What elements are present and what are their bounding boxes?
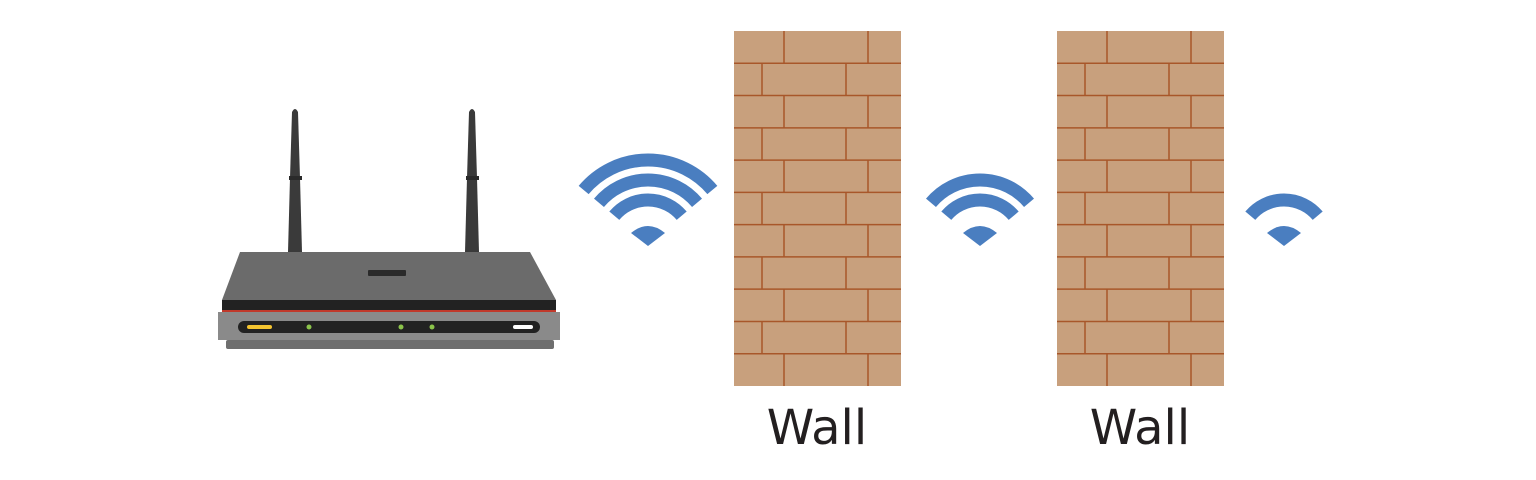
- wifi-arc: [578, 153, 718, 195]
- wall-body: [734, 31, 901, 386]
- router-led-3: [429, 324, 435, 330]
- wall-body: [1057, 31, 1224, 386]
- router-front-panel: [238, 321, 540, 333]
- router-antenna-right: [465, 109, 479, 252]
- router-antenna-left: [288, 109, 302, 252]
- wifi-signal-strong-icon: [578, 153, 718, 246]
- wifi-arc: [609, 193, 687, 221]
- router-icon: [218, 109, 560, 349]
- brick-wall-2: [1057, 31, 1224, 386]
- wifi-dot: [963, 226, 997, 246]
- wifi-signal-medium-icon: [925, 173, 1035, 246]
- router-led-white: [513, 325, 533, 329]
- router-led-2: [398, 324, 404, 330]
- wall-label-2: Wall: [1089, 400, 1191, 456]
- wifi-dot: [1267, 226, 1301, 246]
- router-led-power: [247, 325, 272, 329]
- wifi-arc: [1245, 193, 1323, 221]
- wifi-dot: [631, 226, 665, 246]
- wifi-arc: [925, 173, 1035, 208]
- brick-wall-1: [734, 31, 901, 386]
- wifi-signal-weak-icon: [1245, 193, 1323, 246]
- wall-label-1: Wall: [766, 400, 868, 456]
- wifi-arc: [593, 173, 703, 208]
- router-led-1: [306, 324, 312, 330]
- wifi-arc: [941, 193, 1019, 221]
